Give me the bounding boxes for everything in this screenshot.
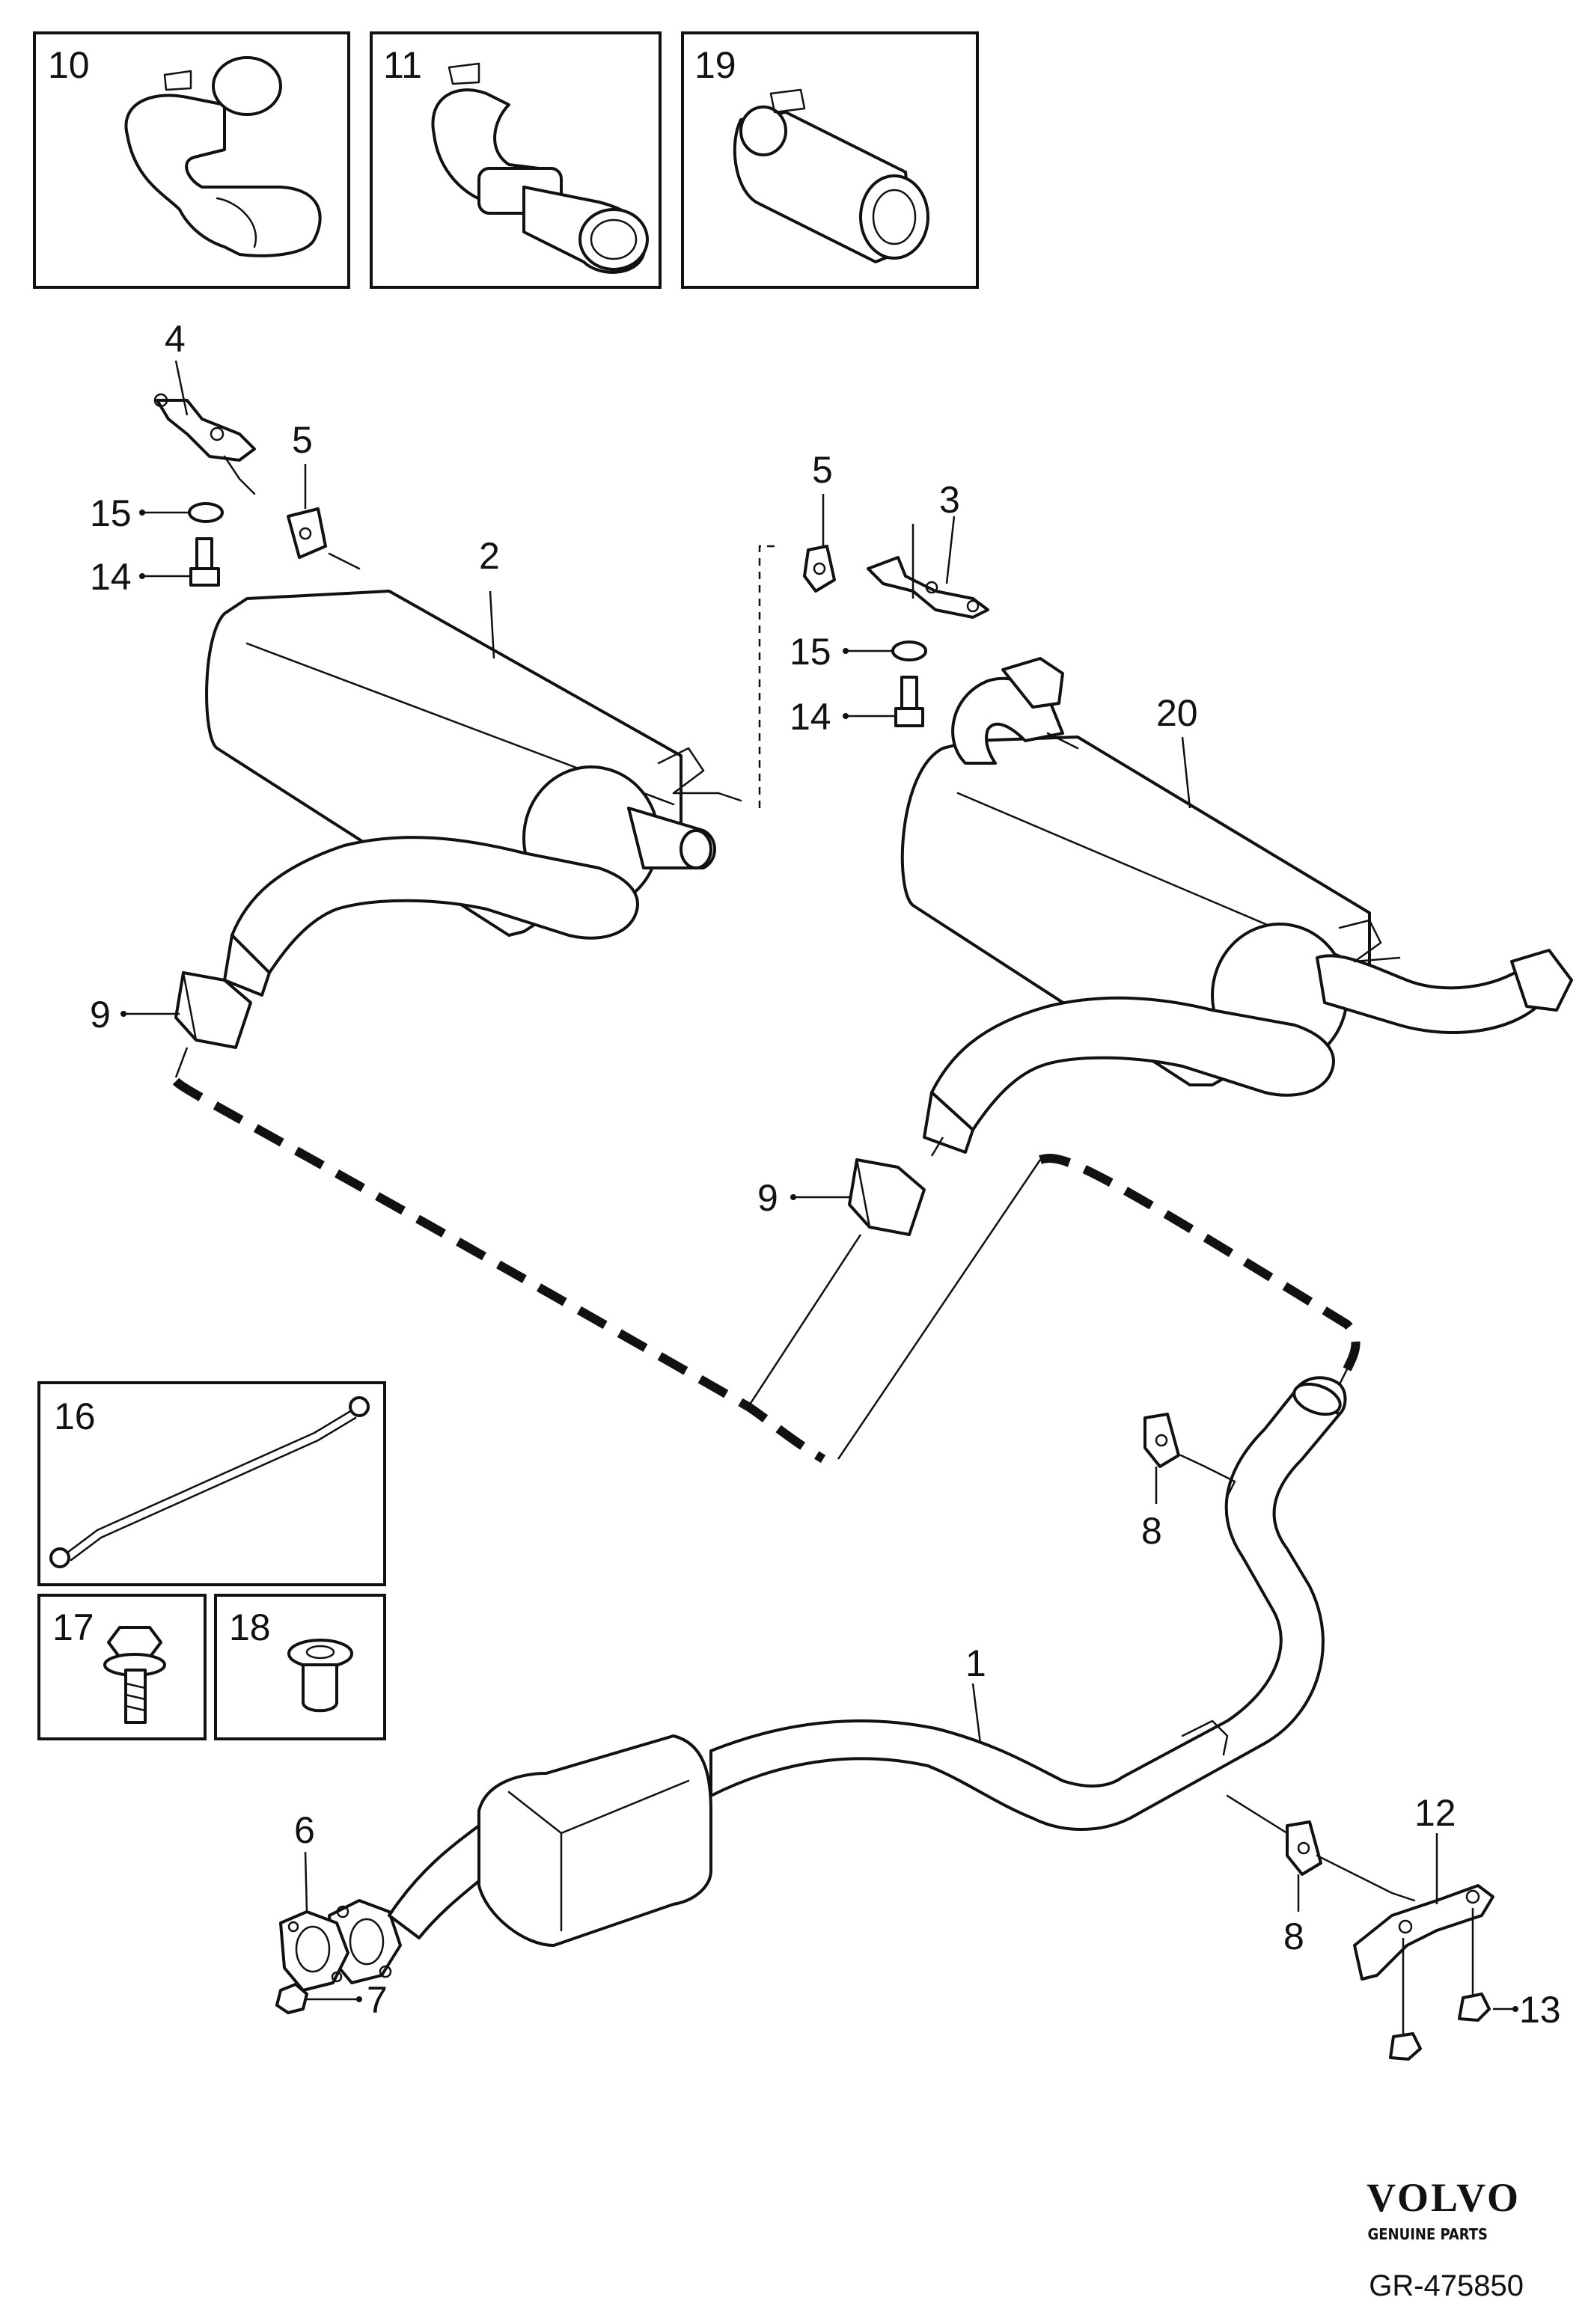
rubber-mount-8-upper: 8 (1141, 1413, 1206, 1552)
label-part-14b: 14 (790, 696, 831, 738)
inset-part-11: 11 (370, 31, 662, 289)
label-part-3: 3 (939, 479, 960, 521)
label-part-9a: 9 (90, 994, 111, 1036)
label-part-2: 2 (479, 535, 500, 577)
front-exhaust-pipe-1: 1 (328, 1376, 1347, 1984)
label-part-14a: 14 (90, 556, 132, 598)
bracket-4-group: 4 (153, 318, 256, 495)
label-part-7: 7 (367, 1979, 388, 2021)
inset-part-17: 17 (37, 1594, 207, 1740)
bracket-3-group: 3 (867, 479, 989, 619)
bracket-12-group: 12 (1316, 1792, 1494, 2035)
inset-part-18: 18 (214, 1594, 386, 1740)
rubber-mount-8-lower: 8 (1226, 1794, 1322, 1957)
label-part-5a: 5 (292, 419, 313, 461)
washer-15-right: 15 (790, 631, 927, 673)
nut-7: 7 (275, 1979, 388, 2021)
drawing-reference-number: GR-475850 (1369, 2269, 1524, 2302)
label-part-5b: 5 (812, 449, 833, 491)
label-part-8a: 8 (1141, 1510, 1162, 1552)
gasket-6: 6 (279, 1809, 349, 1992)
rubber-mount-5-left: 5 (287, 419, 361, 570)
label-part-12: 12 (1414, 1792, 1456, 1834)
label-part-1: 1 (965, 1642, 986, 1684)
label-part-6: 6 (294, 1809, 315, 1851)
dashed-connection-lines (172, 1047, 1361, 1464)
label-part-15a: 15 (90, 492, 132, 534)
dashed-link-left-muffler (758, 545, 778, 808)
label-part-10: 10 (48, 44, 90, 86)
label-part-4: 4 (165, 318, 186, 360)
label-part-20: 20 (1156, 692, 1198, 734)
nut-13-a: 13 (1458, 1989, 1561, 2031)
brand-tagline: GENUINE PARTS (1368, 2225, 1488, 2243)
brand-logo: VOLVO (1366, 2175, 1521, 2220)
clamp-sleeve-9-left: 9 (90, 971, 252, 1049)
label-part-11: 11 (383, 44, 422, 86)
label-part-15b: 15 (790, 631, 831, 673)
rubber-mount-5-right: 5 (803, 449, 836, 593)
label-part-18: 18 (229, 1606, 271, 1648)
label-part-9b: 9 (757, 1177, 778, 1219)
label-part-13: 13 (1519, 1989, 1561, 2031)
bolt-14-right: 14 (790, 676, 924, 738)
label-part-16: 16 (54, 1395, 96, 1437)
bolt-14-left: 14 (90, 537, 220, 598)
rear-muffler-right-assembly: 20 (900, 657, 1573, 1154)
clamp-sleeve-9-right: 9 (757, 1158, 926, 1236)
inset-part-19: 19 (681, 31, 979, 289)
label-part-19: 19 (694, 44, 736, 86)
inset-part-10: 10 (33, 31, 350, 289)
rear-muffler-left-assembly: 2 (205, 535, 742, 997)
label-part-17: 17 (52, 1606, 94, 1648)
washer-15-left: 15 (90, 492, 224, 534)
label-part-8b: 8 (1283, 1915, 1304, 1957)
inset-part-16: 16 (37, 1381, 386, 1586)
footer-branding: VOLVO GENUINE PARTS GR-475850 (1366, 2175, 1524, 2302)
nut-13-b (1389, 2032, 1422, 2061)
